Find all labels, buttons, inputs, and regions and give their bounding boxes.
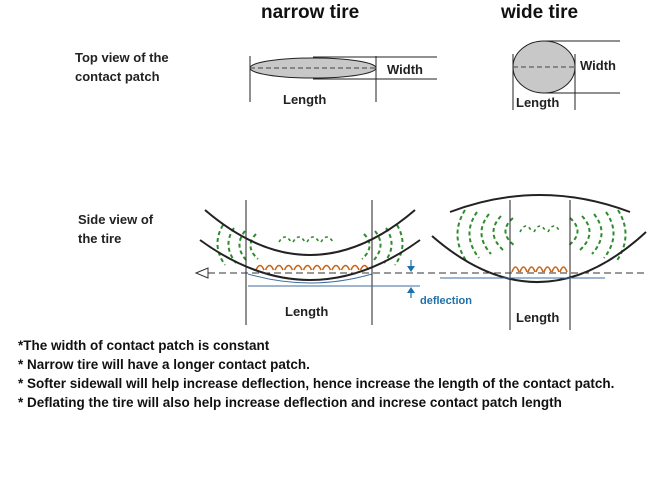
- deflection-arrow-down-icon: [407, 266, 415, 272]
- wide-sidewall-arc-right: [579, 215, 591, 251]
- side-view-label: Side view of the tire: [78, 210, 153, 248]
- wide-sidewall-arc-right: [567, 217, 579, 247]
- wide-compression-arc: [519, 266, 528, 273]
- wide-sidewall-arc-left: [480, 213, 492, 255]
- deflection-marker: deflection: [407, 260, 472, 307]
- narrow-sidewall-arc-right: [394, 224, 404, 266]
- wide-sidewall-arc-left: [468, 211, 480, 259]
- narrow-compression-arc: [274, 264, 284, 271]
- narrow-compression-arc: [331, 264, 341, 271]
- narrow-sidewall-lines: [216, 224, 404, 266]
- narrow-compression-arc: [283, 264, 294, 271]
- note-1: *The width of contact patch is constant: [18, 338, 270, 353]
- wide-side-length-label: Length: [516, 310, 559, 325]
- narrow-compression-arc: [340, 264, 351, 271]
- wide-sidewall-arc-left: [492, 215, 504, 251]
- wide-sidewall-lines: [456, 209, 627, 263]
- narrow-sidewall-arc-left: [216, 224, 226, 266]
- wide-sidewall-arc-right: [591, 213, 603, 255]
- wide-sidewall-arc-center: [547, 225, 561, 233]
- wide-tire-heading: wide tire: [501, 2, 579, 23]
- narrow-side-view: Length: [199, 200, 421, 325]
- note-2: * Narrow tire will have a longer contact…: [18, 357, 310, 372]
- narrow-deflected-tread: [247, 273, 373, 284]
- narrow-tire-heading: narrow tire: [261, 2, 360, 23]
- wide-top-length-label: Length: [516, 95, 559, 110]
- side-view-label-line-1: Side view of: [78, 212, 154, 227]
- wide-compression-arc: [527, 266, 536, 273]
- narrow-compression-arc: [350, 264, 360, 271]
- narrow-compression-arc: [255, 264, 265, 271]
- wide-tire-inner-arc: [449, 194, 631, 213]
- deflection-label: deflection: [420, 295, 472, 307]
- narrow-tire-outer-arc: [199, 239, 421, 281]
- narrow-compression-arc: [293, 264, 303, 271]
- top-view-label-line-1: Top view of the: [75, 50, 169, 65]
- note-3: * Softer sidewall will help increase def…: [18, 376, 615, 391]
- wide-width-label: Width: [580, 58, 616, 73]
- narrow-side-length-label: Length: [285, 304, 328, 319]
- wide-compression-arc: [551, 266, 560, 273]
- narrow-compression-arc: [312, 264, 322, 271]
- narrow-tire-inner-arc: [204, 209, 416, 256]
- deflection-arrow-up-icon: [407, 287, 415, 293]
- side-view-label-line-2: the tire: [78, 231, 122, 246]
- wide-compression-arc: [543, 266, 552, 273]
- ground-reference: [194, 267, 645, 279]
- wide-side-view: Length: [431, 194, 647, 330]
- direction-arrow-icon: [194, 267, 209, 279]
- narrow-sidewall-arc-left: [238, 230, 248, 262]
- top-view-label: Top view of the contact patch: [75, 48, 169, 86]
- narrow-compression-lines: [255, 264, 370, 271]
- narrow-sidewall-arc-center: [292, 236, 306, 243]
- wide-sidewall-arc-left: [456, 209, 468, 263]
- wide-compression-arc: [559, 266, 568, 273]
- narrow-sidewall-arc-left: [249, 233, 259, 260]
- wide-sidewall-arc-center: [533, 225, 547, 233]
- narrow-sidewall-arc-center: [320, 236, 334, 243]
- narrow-sidewall-arc-right: [361, 233, 371, 260]
- wide-sidewall-arc-right: [615, 209, 627, 263]
- narrow-top-view: Width Length: [249, 56, 437, 107]
- narrow-compression-arc: [321, 264, 332, 271]
- wide-sidewall-arc-left: [504, 217, 516, 247]
- wide-sidewall-arc-right: [603, 211, 615, 259]
- narrow-width-label: Width: [387, 62, 423, 77]
- narrow-sidewall-arc-center: [306, 236, 320, 243]
- wide-top-view: Width Length: [512, 40, 620, 110]
- narrow-sidewall-arc-right: [372, 230, 382, 262]
- top-view-label-line-2: contact patch: [75, 69, 160, 84]
- note-4: * Deflating the tire will also help incr…: [18, 395, 562, 410]
- wide-compression-arc: [511, 266, 520, 273]
- wide-tire-outer-arc: [431, 231, 647, 283]
- wide-sidewall-arc-center: [519, 225, 533, 233]
- wide-compression-lines: [511, 266, 568, 273]
- narrow-compression-arc: [264, 264, 275, 271]
- narrow-compression-arc: [302, 264, 313, 271]
- wide-compression-arc: [535, 266, 544, 273]
- narrow-top-length-label: Length: [283, 92, 326, 107]
- narrow-sidewall-arc-center: [278, 236, 292, 243]
